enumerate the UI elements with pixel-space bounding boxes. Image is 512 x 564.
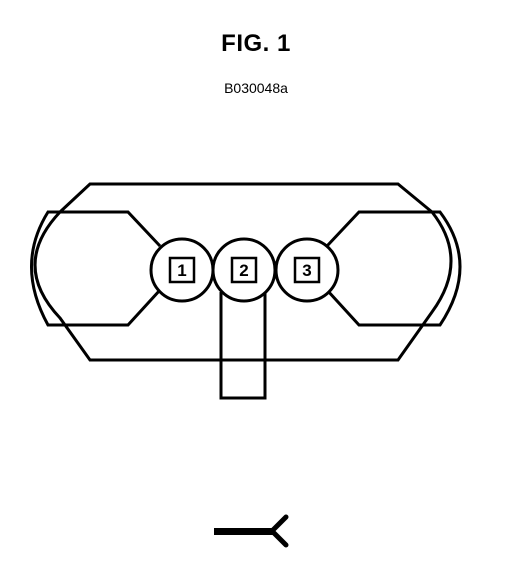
pin-1-label: 1 — [177, 261, 186, 280]
left-inner-bay — [30, 210, 162, 327]
pin-3-label: 3 — [302, 261, 311, 280]
pin-2-label: 2 — [239, 261, 248, 280]
right-inner-bay — [325, 210, 462, 327]
figure-title: FIG. 1 — [221, 30, 291, 57]
figure-code: B030048a — [224, 80, 288, 96]
connector-housing-outline — [33, 182, 453, 362]
pin-1-square — [168, 256, 196, 284]
wire-lead-icon — [214, 514, 289, 548]
center-latch-tab — [219, 292, 267, 400]
pin-3-square — [293, 256, 321, 284]
pin-2-square — [230, 256, 258, 284]
pin-3-circle — [274, 237, 340, 303]
